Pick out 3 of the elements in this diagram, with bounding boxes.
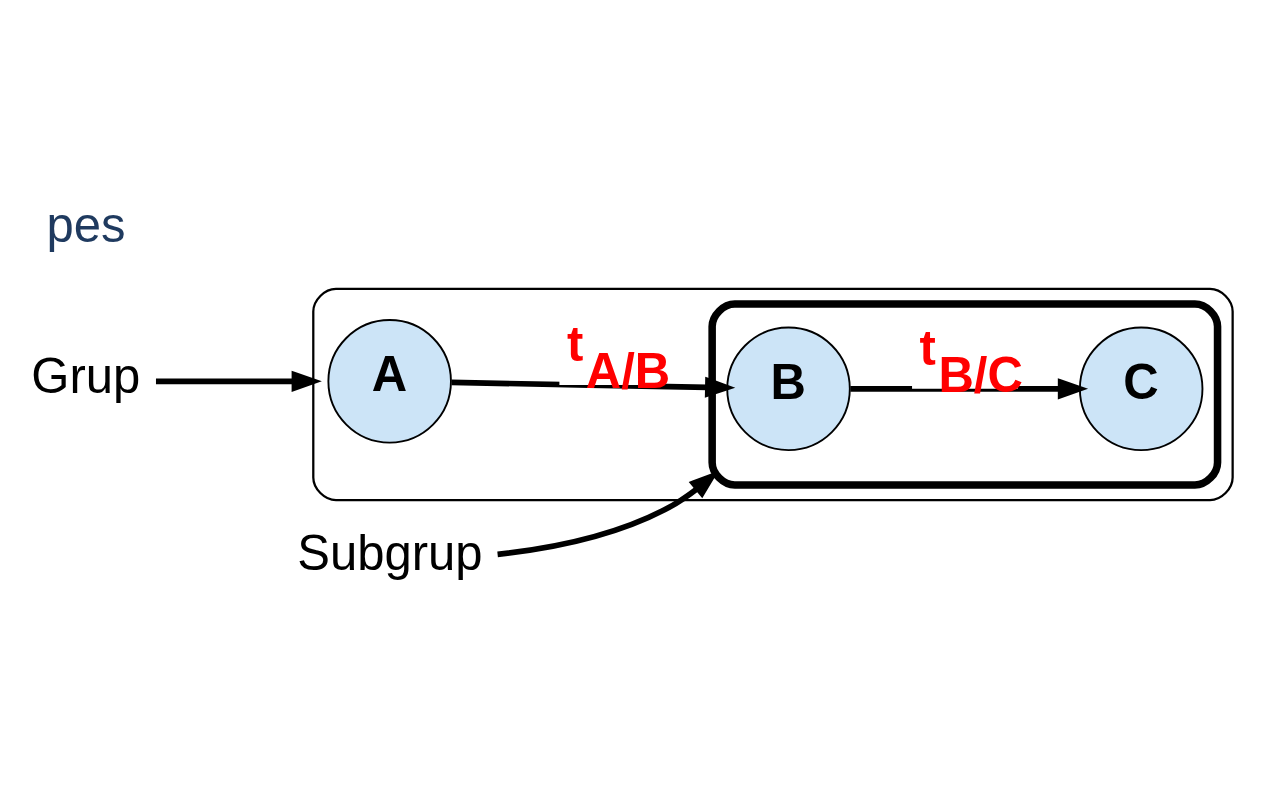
node-text: Subgrup: [297, 526, 483, 581]
node-text: Grup: [31, 349, 141, 404]
label: pes: [46, 198, 126, 253]
